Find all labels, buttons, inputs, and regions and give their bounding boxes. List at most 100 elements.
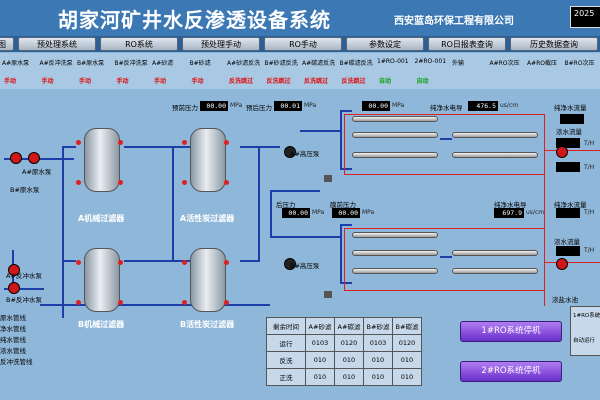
pressure-unit: MPa [304,102,317,109]
app-title: 胡家河矿井水反渗透设备系统 [58,8,331,32]
pipe-segment [440,138,452,140]
table-row: 剩余时间 A#砂滤 A#碳滤 B#砂滤 B#碳滤 [266,317,422,335]
raw-water-pump-b[interactable] [28,152,40,164]
ro-membrane-b1 [352,232,438,238]
pipe-segment [62,146,76,148]
table-header-cell: B#碳滤 [392,317,422,335]
nav-tab-ro-manual[interactable]: RO手动 [264,37,342,51]
concentrate-tank-label: 浓盐水池 [552,296,578,304]
nav-tab-home[interactable]: 图 [0,37,14,51]
status-value[interactable]: 反洗跳过 [304,78,329,85]
ro-membrane-a1 [352,116,438,122]
status-value[interactable]: 手动 [4,78,17,85]
ro-membrane-a4 [452,132,538,138]
table-cell: 运行 [266,334,306,352]
high-pressure-pump-a[interactable] [284,146,296,158]
nav-tab-ro-daily-report[interactable]: RO日报表查询 [428,37,506,51]
valve-indicator[interactable] [182,180,187,185]
table-cell: 正洗 [266,368,306,386]
backwash-pump-a-label: A#反冲水泵 [6,272,42,280]
ro-membrane-b4 [452,250,538,256]
valve-indicator[interactable] [224,180,229,185]
table-cell: 010 [363,351,393,369]
status-value[interactable]: 手动 [116,78,129,85]
nav-tab-pretreatment-manual[interactable]: 预处理手动 [182,37,260,51]
ro-membrane-b2 [352,250,438,256]
ro-membrane-a2 [352,132,438,138]
status-value[interactable]: 手动 [191,78,204,85]
concentrate-pipe-a [344,174,544,175]
status-label: A#碳滤反洗 [302,60,336,67]
ro1-stop-button[interactable]: 1#RO系统停机 [460,321,562,342]
pipe-segment [340,282,352,284]
backwash-pump-b[interactable] [8,282,20,294]
valve-indicator[interactable] [118,300,123,305]
valve-indicator[interactable] [118,140,123,145]
after-pressure-value: 00.00 [282,208,310,218]
conductivity-unit: us/cm [526,209,545,216]
valve-indicator[interactable] [182,260,187,265]
valve-indicator[interactable] [76,180,81,185]
status-row [0,53,600,89]
ro-valve[interactable] [324,175,332,182]
status-value[interactable]: 反洗跳过 [341,78,366,85]
concentrate-pump-a[interactable] [556,146,568,158]
status-value[interactable]: 手动 [154,78,167,85]
status-label: 外输 [452,60,465,67]
table-cell: 010 [363,368,393,386]
ro2-stop-button[interactable]: 2#RO系统停机 [460,361,562,382]
table-cell: 010 [305,351,335,369]
pipe-segment [62,260,76,262]
concentrate-pump-b[interactable] [556,258,568,270]
valve-indicator[interactable] [76,140,81,145]
membrane-pressure-value: 00.00 [332,208,360,218]
pipe-segment [340,224,352,226]
legend-concentrate: 浓水管线 [0,347,26,355]
status-value[interactable]: 反洗跳过 [266,78,291,85]
legend-raw-water: 原水管线 [0,314,26,322]
valve-indicator[interactable] [118,180,123,185]
status-value[interactable]: 自动 [416,78,429,85]
nav-tab-history-query[interactable]: 历史数据查询 [510,37,598,51]
valve-indicator[interactable] [224,300,229,305]
conductivity-a-label: 纯净水电导 [430,104,463,112]
filter-tank-b-carbon [190,248,226,312]
valve-indicator[interactable] [224,260,229,265]
flow-unit: T/H [584,140,595,147]
table-cell: 010 [392,368,422,386]
status-value[interactable]: 反洗跳过 [229,78,254,85]
ro-feed-pipe-a [300,130,340,132]
conductivity-unit: us/cm [500,102,519,109]
table-header-cell: B#砂滤 [363,317,393,335]
valve-indicator[interactable] [118,260,123,265]
table-row: 反洗 010 010 010 010 [266,351,422,369]
side-panel-mode: 自动运行 [573,338,596,344]
table-cell: 反洗 [266,351,306,369]
title-bar [0,0,600,36]
valve-indicator[interactable] [224,140,229,145]
raw-water-pump-a[interactable] [10,152,22,164]
pipe-segment [340,224,342,284]
post-pressure-label: 预后压力 [246,104,272,112]
valve-indicator[interactable] [76,300,81,305]
company-name: 西安蓝岛环保工程有限公司 [394,16,514,27]
status-label: B#碳滤反洗 [339,60,373,67]
backwash-pump-a[interactable] [8,264,20,276]
nav-tab-parameters[interactable]: 参数设定 [346,37,424,51]
valve-indicator[interactable] [76,260,81,265]
status-label: 2#RO-001 [414,58,447,65]
nav-tab-ro-system[interactable]: RO系统 [100,37,178,51]
status-label: A#RO截压 [527,60,558,67]
high-pressure-pump-b[interactable] [284,258,296,270]
status-label: 1#RO-001 [377,58,409,65]
nav-tab-pretreatment[interactable]: 预处理系统 [18,37,96,51]
status-value[interactable]: 自动 [379,78,392,85]
concentrate-flow-a-value [556,138,580,148]
permeate-pipe-a [344,114,544,115]
pipe-segment [270,190,320,192]
status-value[interactable]: 手动 [79,78,92,85]
status-value[interactable]: 手动 [41,78,54,85]
valve-indicator[interactable] [182,140,187,145]
ro-valve[interactable] [324,291,332,298]
valve-indicator[interactable] [182,300,187,305]
